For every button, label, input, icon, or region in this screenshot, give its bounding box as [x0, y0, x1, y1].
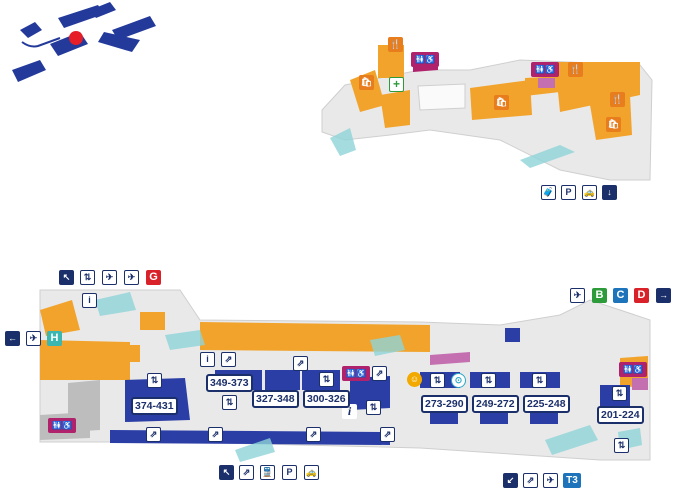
- restroom-icon[interactable]: 🚻♿: [342, 366, 370, 381]
- you-are-here-marker: [69, 31, 83, 45]
- arrow-up-left-icon[interactable]: ↖: [59, 270, 74, 285]
- pharmacy-icon[interactable]: +: [389, 77, 404, 92]
- currency-exchange-icon[interactable]: ☺: [407, 372, 422, 387]
- escalator-icon[interactable]: ⇗: [380, 427, 395, 442]
- terminal-h-icon[interactable]: H: [47, 331, 62, 346]
- taxi-icon[interactable]: 🚕: [582, 185, 597, 200]
- escalator-icon[interactable]: ⇗: [221, 352, 236, 367]
- locator-map: [12, 2, 156, 82]
- food-icon[interactable]: 🍴: [388, 37, 403, 52]
- lift-icon[interactable]: ⇅: [614, 438, 629, 453]
- escalator-icon[interactable]: ⇗: [293, 356, 308, 371]
- restroom-icon[interactable]: 🚻♿: [531, 62, 559, 77]
- shop-icon[interactable]: 🛍: [494, 95, 509, 110]
- gate-range-label[interactable]: 327-348: [252, 390, 299, 408]
- terminal-d-icon[interactable]: D: [634, 288, 649, 303]
- gate-range-label[interactable]: 374-431: [131, 397, 178, 415]
- escalator-icon[interactable]: ⇗: [306, 427, 321, 442]
- info-desk-icon[interactable]: i: [200, 352, 215, 367]
- gate-range-label[interactable]: 249-272: [472, 395, 519, 413]
- gate-range-label[interactable]: 201-224: [597, 406, 644, 424]
- arrow-up-left-icon[interactable]: ↖: [219, 465, 234, 480]
- arrow-down-icon[interactable]: ↓: [602, 185, 617, 200]
- gate-range-label[interactable]: 349-373: [206, 374, 253, 392]
- arrow-right-icon[interactable]: →: [656, 288, 671, 303]
- lift-icon[interactable]: ⇅: [319, 372, 334, 387]
- terminal-t3-icon[interactable]: T3: [563, 473, 581, 488]
- escalator-icon[interactable]: ⇗: [239, 465, 254, 480]
- lift-icon[interactable]: ⇅: [612, 386, 627, 401]
- departures-icon[interactable]: ✈: [570, 288, 585, 303]
- train-icon[interactable]: 🚆: [260, 465, 275, 480]
- parking-icon[interactable]: P: [282, 465, 297, 480]
- lift-icon[interactable]: ⇅: [80, 270, 95, 285]
- restroom-icon[interactable]: 🚻♿: [619, 362, 647, 377]
- terminal-b-icon[interactable]: B: [592, 288, 607, 303]
- lift-icon[interactable]: ⇅: [147, 373, 162, 388]
- arrow-left-icon[interactable]: ←: [5, 331, 20, 346]
- gate-range-label[interactable]: 225-248: [523, 395, 570, 413]
- food-icon[interactable]: 🍴: [568, 62, 583, 77]
- lift-icon[interactable]: ⇅: [481, 373, 496, 388]
- lift-icon[interactable]: ⇅: [222, 395, 237, 410]
- baggage-icon[interactable]: 🧳: [541, 185, 556, 200]
- escalator-icon[interactable]: ⇗: [523, 473, 538, 488]
- departures-icon[interactable]: ✈: [102, 270, 117, 285]
- terminal-c-icon[interactable]: C: [613, 288, 628, 303]
- lift-icon[interactable]: ⇅: [430, 373, 445, 388]
- escalator-icon[interactable]: ⇗: [146, 427, 161, 442]
- escalator-icon[interactable]: ⇗: [372, 366, 387, 381]
- escalator-icon[interactable]: ⇗: [208, 427, 223, 442]
- departures-icon[interactable]: ✈: [124, 270, 139, 285]
- arrow-down-left-icon[interactable]: ↙: [503, 473, 518, 488]
- lift-icon[interactable]: ⇅: [366, 400, 381, 415]
- gate-range-label[interactable]: 300-326: [303, 390, 350, 408]
- restroom-icon[interactable]: 🚻♿: [48, 418, 76, 433]
- lift-icon[interactable]: ⇅: [532, 373, 547, 388]
- departures-icon[interactable]: ✈: [26, 331, 41, 346]
- departures-icon[interactable]: ✈: [543, 473, 558, 488]
- taxi-icon[interactable]: 🚕: [304, 465, 319, 480]
- gate-range-label[interactable]: 273-290: [421, 395, 468, 413]
- food-icon[interactable]: 🍴: [610, 92, 625, 107]
- upper-level-plan: [321, 45, 653, 181]
- terminal-g-icon[interactable]: G: [146, 270, 161, 285]
- shop-icon[interactable]: 🛍: [359, 75, 374, 90]
- info-desk-icon[interactable]: i: [82, 293, 97, 308]
- shop-icon[interactable]: 🛍: [606, 117, 621, 132]
- security-icon[interactable]: ⊙: [451, 373, 466, 388]
- parking-icon[interactable]: P: [561, 185, 576, 200]
- restroom-icon[interactable]: 🚻♿: [411, 52, 439, 67]
